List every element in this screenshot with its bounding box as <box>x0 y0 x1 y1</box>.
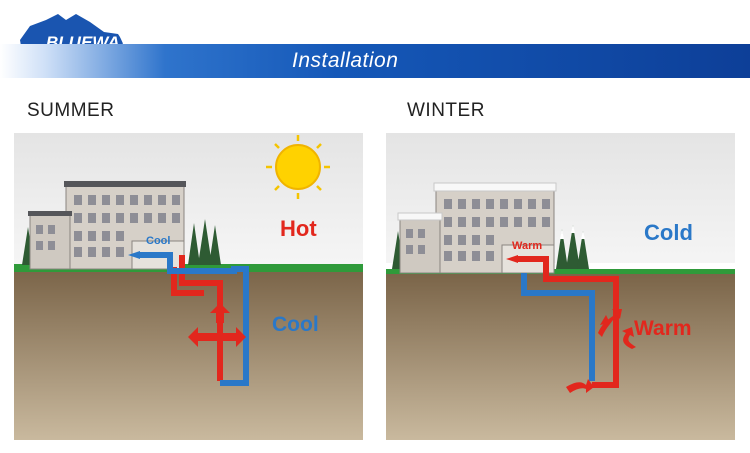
building-warm-label: Warm <box>512 240 542 252</box>
soil <box>386 273 735 440</box>
cool-flow-arrow <box>128 251 140 259</box>
air-hot-label: Hot <box>280 216 317 241</box>
winter-panel: Warm Cold Warm <box>386 133 735 440</box>
heat-flow-arrows <box>188 303 246 347</box>
building-cool-label: Cool <box>146 235 170 247</box>
ground-loop-pipes <box>138 252 249 386</box>
ground-loop-pipes <box>516 256 619 388</box>
summer-panel: Cool Hot Cool <box>14 133 363 440</box>
building <box>28 181 186 270</box>
header: BLUEWAY Installation <box>0 0 750 80</box>
page-title: Installation <box>292 49 399 72</box>
soil <box>14 269 363 440</box>
grass <box>386 269 735 274</box>
snow-on-trees <box>560 225 585 239</box>
title-banner <box>0 44 750 78</box>
warm-flow-arrow <box>506 255 518 263</box>
ground-cool-label: Cool <box>272 313 319 336</box>
sun-icon <box>266 135 330 199</box>
winter-heading: WINTER <box>407 100 485 121</box>
air-cold-label: Cold <box>644 220 693 245</box>
heat-flow-arrows <box>566 309 636 393</box>
summer-heading: SUMMER <box>27 100 115 121</box>
ground-warm-label: Warm <box>634 317 692 340</box>
